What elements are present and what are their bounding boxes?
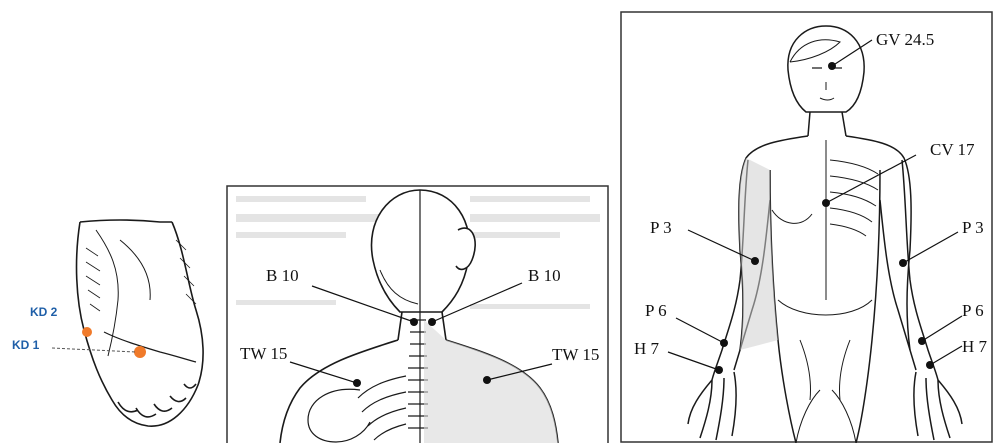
cv-17-label: CV 17: [930, 140, 975, 159]
p6-left-label: P 6: [645, 301, 667, 320]
h7-left-label: H 7: [634, 339, 660, 358]
b10-right-label: B 10: [528, 266, 561, 285]
front-panel: GV 24.5 CV 17 P 3 P 3 P 6 P 6 H 7 H 7: [621, 12, 992, 443]
p3-left-label: P 3: [650, 218, 672, 237]
back-panel: B 10 B 10 TW 15 TW 15: [227, 186, 608, 443]
kd1-label: KD 1: [12, 338, 40, 352]
kd1-point-marker: [134, 346, 146, 358]
kd1-leader-line: [52, 348, 136, 352]
foot-illustration: [77, 220, 204, 426]
h7-right-label: H 7: [962, 337, 988, 356]
tw15-right-label: TW 15: [552, 345, 599, 364]
foot-panel: KD 2 KD 1: [12, 220, 203, 426]
tw15-left-label: TW 15: [240, 344, 287, 363]
p3-right-label: P 3: [962, 218, 984, 237]
gv-24-5-label: GV 24.5: [876, 30, 934, 49]
kd2-point-marker: [82, 327, 92, 337]
p6-right-label: P 6: [962, 301, 984, 320]
kd2-label: KD 2: [30, 305, 58, 319]
b10-left-label: B 10: [266, 266, 299, 285]
